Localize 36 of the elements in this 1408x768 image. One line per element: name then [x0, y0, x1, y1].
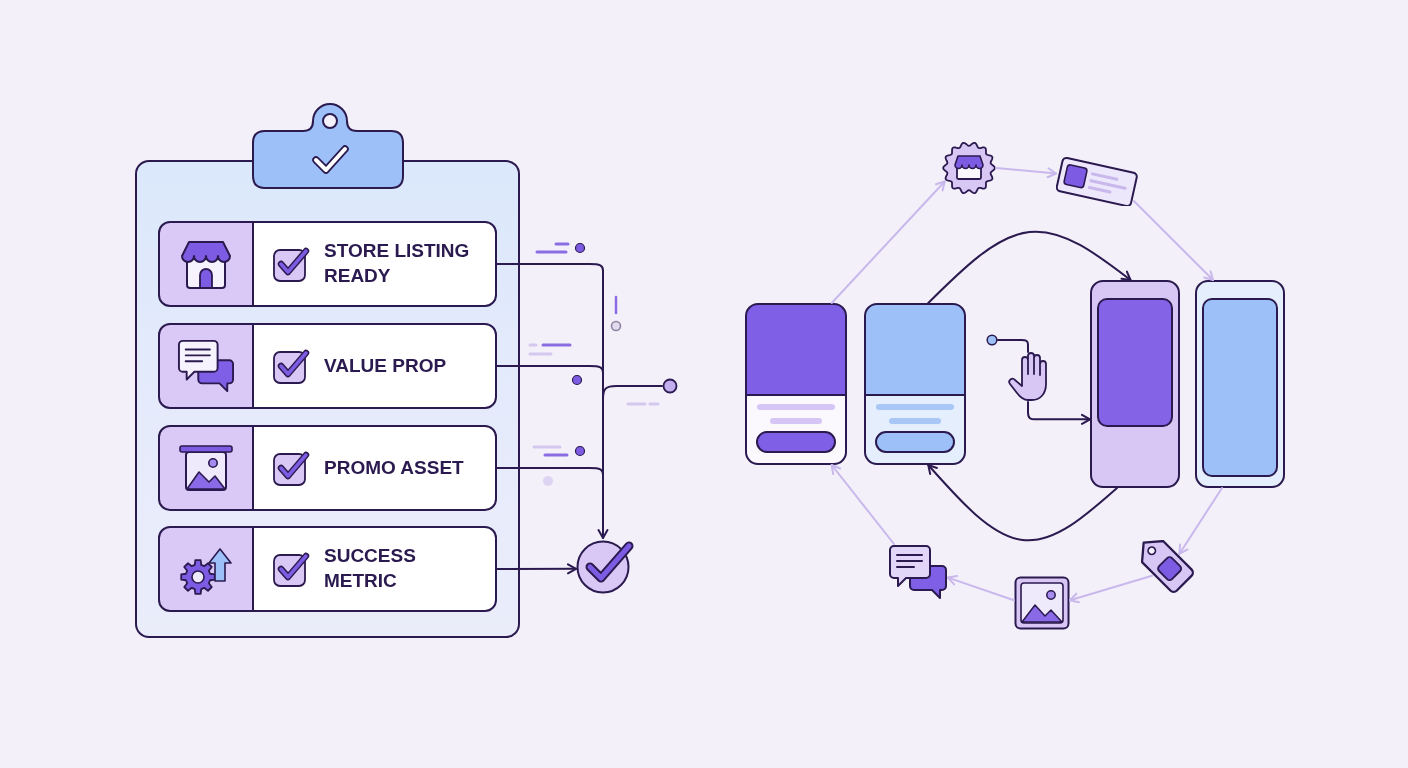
connector-arrow — [496, 563, 577, 575]
store-badge-icon — [942, 141, 996, 195]
connector-line — [997, 339, 1029, 353]
phone-mockup — [1195, 280, 1285, 488]
item-label: VALUE PROP — [324, 353, 447, 378]
endpoint-dot — [662, 378, 678, 394]
card-mockup — [864, 303, 966, 465]
endpoint-dot — [986, 334, 998, 346]
connector-arrow — [830, 180, 946, 304]
connector-arrow — [597, 483, 609, 539]
connector-arrow — [830, 464, 895, 545]
connector-arrow — [1178, 487, 1223, 555]
checklist-item — [158, 425, 497, 511]
connector-line — [602, 401, 604, 485]
item-label: STORE LISTING READY — [324, 239, 471, 288]
connector-line — [496, 263, 604, 281]
item-label: PROMO ASSET — [324, 455, 464, 480]
phone-mockup — [1090, 280, 1180, 488]
chat-bubbles-icon — [888, 544, 948, 600]
clipboard — [135, 160, 520, 638]
price-tag-icon — [1141, 540, 1196, 595]
checklist-item — [158, 526, 497, 612]
checklist-item — [158, 323, 497, 409]
connector-arrow — [927, 464, 1118, 542]
connector-arrow — [995, 167, 1057, 179]
card-mockup — [745, 303, 847, 465]
checklist-item — [158, 221, 497, 307]
connector-arrow — [927, 230, 1132, 304]
hand-icon — [1008, 352, 1048, 402]
connector-arrow — [1132, 200, 1214, 281]
item-label: SUCCESS METRIC — [324, 544, 417, 593]
connector-arrow — [1069, 574, 1153, 604]
connector-arrow — [947, 574, 1015, 602]
connector-line — [602, 279, 604, 383]
image-icon — [1014, 576, 1070, 630]
connector-line — [602, 385, 663, 403]
